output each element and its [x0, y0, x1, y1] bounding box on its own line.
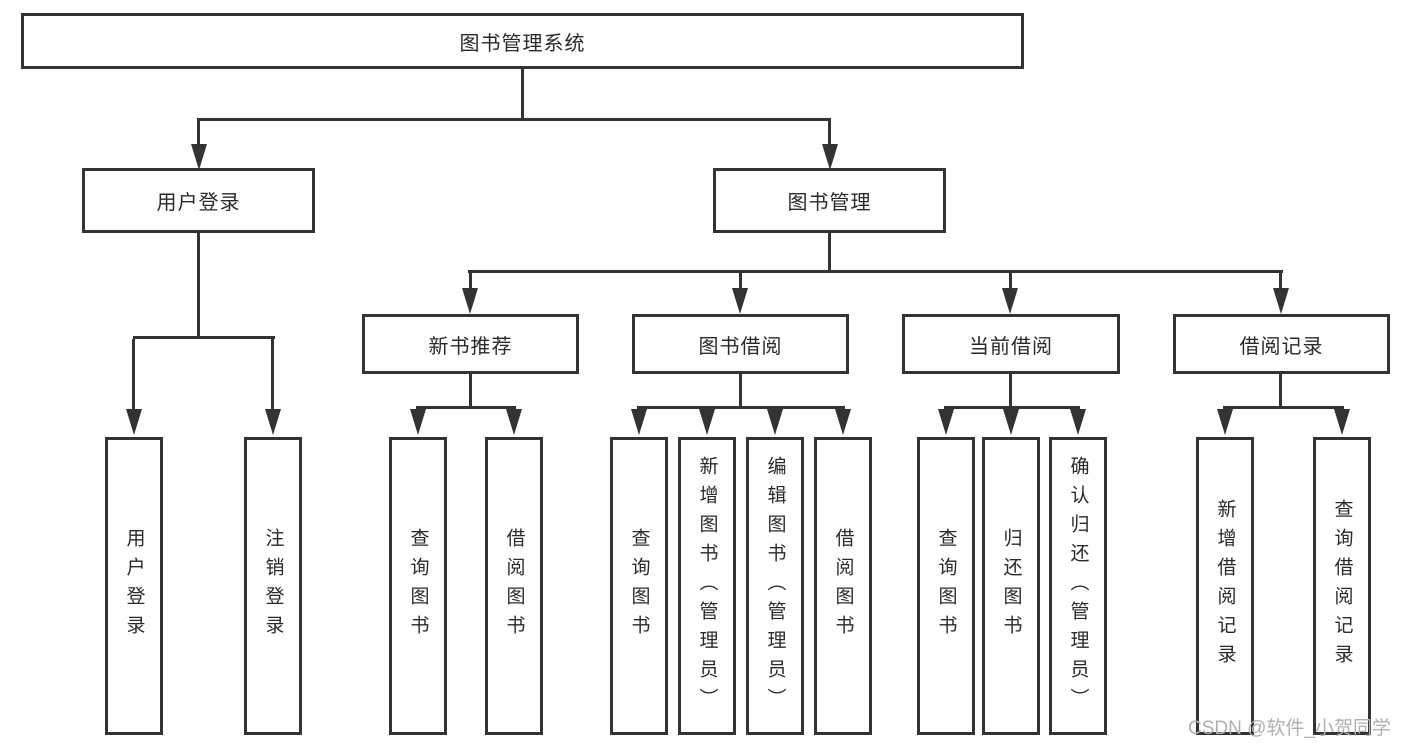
- leaf-query-borrow-record: 查询借阅记录: [1313, 437, 1371, 735]
- arrow-down-icon: [767, 409, 783, 435]
- node-current-borrowing-label: 当前借阅: [969, 335, 1053, 358]
- node-new-book-recommend-label: 新书推荐: [428, 335, 513, 358]
- leaf-borrow-books-1-label: 借阅图书: [503, 528, 525, 644]
- connector-line: [637, 406, 845, 409]
- connector-line: [416, 406, 516, 409]
- leaf-add-books-admin-label: 新增图书（管理员）: [696, 455, 718, 717]
- arrow-down-icon: [699, 409, 715, 435]
- leaf-logout: 注销登录: [244, 437, 302, 735]
- connector-line: [197, 233, 200, 339]
- arrow-down-icon: [1003, 409, 1019, 435]
- leaf-query-books-2: 查询图书: [610, 437, 668, 735]
- arrow-down-icon: [265, 409, 281, 435]
- node-book-borrowing: 图书借阅: [632, 314, 849, 374]
- connector-line: [1009, 374, 1012, 409]
- leaf-user-login-label: 用户登录: [123, 528, 145, 644]
- arrow-down-icon: [1217, 409, 1233, 435]
- connector-line: [469, 273, 472, 289]
- connector-line: [739, 374, 742, 409]
- arrow-down-icon: [631, 409, 647, 435]
- leaf-query-books-1-label: 查询图书: [407, 528, 429, 644]
- connector-line: [469, 374, 472, 409]
- leaf-borrow-books-1: 借阅图书: [485, 437, 543, 735]
- arrow-down-icon: [1334, 409, 1350, 435]
- arrow-down-icon: [822, 144, 838, 170]
- leaf-edit-books-admin: 编辑图书（管理员）: [746, 437, 804, 735]
- leaf-add-borrow-record: 新增借阅记录: [1196, 437, 1254, 735]
- connector-line: [1009, 273, 1012, 289]
- node-user-login: 用户登录: [82, 168, 315, 233]
- node-book-borrowing-label: 图书借阅: [698, 335, 783, 358]
- connector-line: [468, 270, 1283, 273]
- csdn-watermark: CSDN @软件_小贺同学: [1188, 718, 1391, 739]
- leaf-query-books-1: 查询图书: [389, 437, 447, 735]
- leaf-edit-books-admin-label: 编辑图书（管理员）: [764, 455, 786, 717]
- leaf-return-books: 归还图书: [982, 437, 1040, 735]
- leaf-borrow-books-2-label: 借阅图书: [832, 528, 854, 644]
- arrow-down-icon: [191, 144, 207, 170]
- leaf-query-books-2-label: 查询图书: [628, 528, 650, 644]
- node-book-management: 图书管理: [713, 168, 946, 233]
- arrow-down-icon: [506, 409, 522, 435]
- node-book-management-label: 图书管理: [787, 192, 872, 214]
- connector-line: [197, 118, 831, 121]
- leaf-query-books-3: 查询图书: [917, 437, 975, 735]
- connector-line: [739, 273, 742, 289]
- arrow-down-icon: [462, 288, 478, 314]
- leaf-add-borrow-record-label: 新增借阅记录: [1214, 499, 1236, 673]
- leaf-confirm-return-admin-label: 确认归还（管理员）: [1067, 455, 1089, 717]
- leaf-query-books-3-label: 查询图书: [935, 528, 957, 644]
- node-root-label: 图书管理系统: [459, 32, 586, 55]
- connector-line: [828, 233, 831, 273]
- leaf-return-books-label: 归还图书: [1000, 528, 1022, 644]
- leaf-user-login: 用户登录: [105, 437, 163, 735]
- connector-line: [132, 339, 135, 410]
- connector-line: [521, 69, 524, 121]
- node-current-borrowing: 当前借阅: [902, 314, 1120, 374]
- leaf-query-borrow-record-label: 查询借阅记录: [1331, 499, 1353, 673]
- connector-line: [271, 339, 274, 410]
- node-user-login-label: 用户登录: [156, 192, 241, 214]
- arrow-down-icon: [835, 409, 851, 435]
- arrow-down-icon: [1273, 288, 1289, 314]
- connector-line: [1223, 406, 1344, 409]
- arrow-down-icon: [1070, 409, 1086, 435]
- arrow-down-icon: [126, 409, 142, 435]
- connector-line: [197, 121, 200, 146]
- arrow-down-icon: [732, 288, 748, 314]
- node-root: 图书管理系统: [21, 13, 1024, 69]
- connector-line: [828, 121, 831, 146]
- connector-line: [133, 336, 275, 339]
- leaf-logout-label: 注销登录: [262, 528, 284, 644]
- connector-line: [1279, 273, 1282, 289]
- leaf-add-books-admin: 新增图书（管理员）: [678, 437, 736, 735]
- arrow-down-icon: [410, 409, 426, 435]
- node-borrow-records-label: 借阅记录: [1239, 335, 1324, 358]
- node-borrow-records: 借阅记录: [1173, 314, 1390, 374]
- arrow-down-icon: [1002, 288, 1018, 314]
- connector-line: [944, 406, 1080, 409]
- leaf-confirm-return-admin: 确认归还（管理员）: [1049, 437, 1107, 735]
- arrow-down-icon: [938, 409, 954, 435]
- node-new-book-recommend: 新书推荐: [362, 314, 579, 374]
- leaf-borrow-books-2: 借阅图书: [814, 437, 872, 735]
- connector-line: [1279, 374, 1282, 409]
